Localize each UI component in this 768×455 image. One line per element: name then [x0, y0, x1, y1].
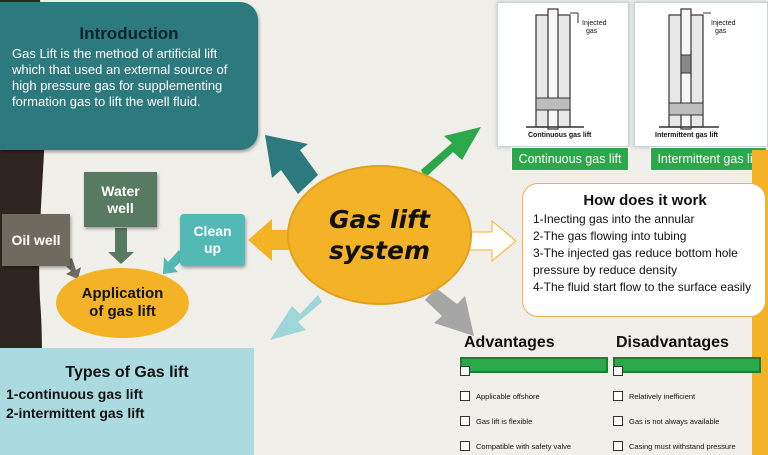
- intermittent-diagram: Injected gas Intermittent gas lift: [634, 2, 768, 147]
- oil-well-node: Oil well: [2, 214, 70, 266]
- advantage-checkbox[interactable]: [460, 416, 470, 426]
- types-item: 1-continuous gas lift: [6, 386, 143, 402]
- how-step: 2-The gas flowing into tubing: [533, 229, 687, 243]
- disadvantage-checkbox[interactable]: [613, 391, 623, 401]
- disadvantages-bar: [613, 357, 761, 373]
- introduction-text: Gas Lift is the method of artificial lif…: [12, 46, 228, 109]
- advantage-item: Compatible with safety valve: [476, 442, 572, 451]
- arrow-left: [248, 219, 290, 261]
- arrow-clean-down: [163, 250, 185, 274]
- advantage-checkbox[interactable]: [460, 441, 470, 451]
- clean-up-label-1: Clean: [193, 223, 232, 239]
- continuous-well-drawing: Injected gas Continuous gas lift: [526, 8, 607, 139]
- continuous-injected-label-1: Injected: [582, 20, 607, 27]
- disadvantage-item: Casing must withstand pressure: [629, 442, 736, 451]
- water-well-label-1: Water: [101, 182, 140, 199]
- introduction-title: Introduction: [79, 24, 179, 43]
- introduction-box: Introduction Gas Lift is the method of a…: [0, 2, 258, 150]
- disadvantage-item: Gas is not always available: [629, 417, 720, 426]
- how-step: 3-The injected gas reduce bottom hole pr…: [533, 246, 738, 277]
- center-title-2: system: [328, 236, 430, 265]
- application-title-2: of gas lift: [89, 303, 156, 320]
- arrow-up-right: [421, 127, 481, 178]
- continuous-bottom-label: Continuous gas lift: [528, 132, 592, 139]
- water-well-label-2: well: [107, 199, 134, 216]
- oil-well-label: Oil well: [11, 231, 61, 248]
- advantages-bar-checkbox[interactable]: [460, 366, 470, 376]
- arrow-down-right: [425, 288, 474, 336]
- types-box: Types of Gas lift 1-continuous gas lift …: [0, 348, 254, 455]
- arrow-water-down: [108, 228, 134, 264]
- disadvantage-checkbox[interactable]: [613, 441, 623, 451]
- advantages-bar: [460, 357, 608, 373]
- advantage-item: Gas lift is flexible: [476, 417, 533, 426]
- intermittent-bottom-label: Intermittent gas lift: [655, 132, 719, 139]
- types-item: 2-intermittent gas lift: [6, 405, 145, 421]
- advantage-checkbox[interactable]: [460, 391, 470, 401]
- advantage-item: Applicable offshore: [476, 392, 540, 401]
- continuous-caption: Continuous gas lift: [511, 147, 629, 171]
- how-it-works-box: How does it work 1-Inecting gas into the…: [522, 183, 766, 317]
- continuous-diagram: Injected gas Continuous gas lift: [497, 2, 629, 147]
- intermittent-injected-label-2: gas: [715, 28, 727, 35]
- types-title: Types of Gas lift: [65, 364, 189, 381]
- intermittent-injected-label-1: Injected: [711, 20, 736, 27]
- how-title: How does it work: [583, 192, 707, 209]
- clean-up-label-2: up: [203, 240, 222, 256]
- disadvantage-checkbox[interactable]: [613, 416, 623, 426]
- disadvantages-title: Disadvantages: [616, 334, 729, 351]
- advantages-title: Advantages: [464, 334, 555, 351]
- center-title-1: Gas lift: [329, 205, 430, 234]
- arrow-right: [469, 219, 517, 263]
- arrow-down-left: [270, 295, 322, 340]
- how-step: 4-The fluid start flow to the surface ea…: [533, 280, 752, 294]
- intermittent-well-drawing: Injected gas Intermittent gas lift: [655, 8, 736, 139]
- application-title-1: Application: [81, 285, 164, 302]
- arrow-up-left: [265, 135, 318, 194]
- continuous-injected-label-2: gas: [586, 28, 598, 35]
- disadvantage-item: Relatively inefficient: [629, 392, 696, 401]
- intermittent-caption: Intermittent gas lift: [650, 147, 767, 171]
- how-step: 1-Inecting gas into the annular: [533, 212, 695, 226]
- disadvantages-bar-checkbox[interactable]: [613, 366, 623, 376]
